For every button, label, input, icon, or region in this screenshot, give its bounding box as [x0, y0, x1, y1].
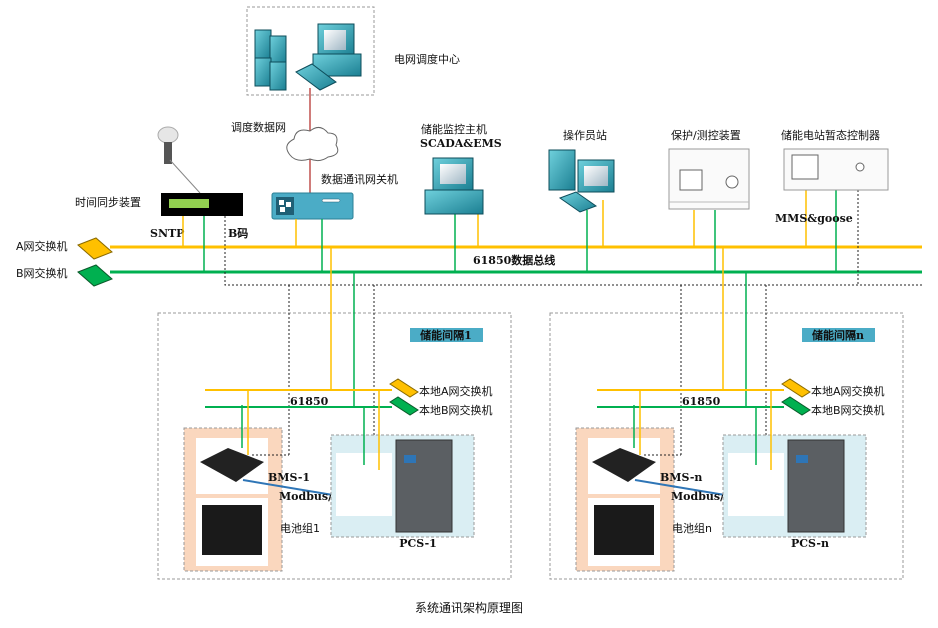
battery-pack-icon: [594, 505, 654, 555]
server-rack-icon: [254, 29, 287, 91]
bay-title: 储能间隔1: [420, 328, 472, 342]
pcs-display: [404, 455, 416, 463]
b-code-line: [224, 216, 922, 286]
storage-bay-1: 储能间隔161850本地A网交换机本地B网交换机BMS-1Modbus/RS48…: [157, 247, 512, 580]
bay-title-bg: [410, 328, 483, 342]
cloud-icon: [286, 127, 339, 162]
battery-pack-icon: [202, 505, 262, 555]
operator-station-label: 操作员站: [563, 128, 607, 142]
bay-frame: [157, 312, 512, 580]
operator-station-icon: [548, 149, 615, 213]
local-switch-a-label: 本地A网交换机: [811, 384, 885, 398]
mms-goose-label: MMS&goose: [775, 212, 853, 225]
local-bus-label: 61850: [682, 395, 721, 408]
local-switch-a-icon: [389, 378, 419, 398]
bay-frame: [549, 312, 904, 580]
pcs-cabinet-icon: [787, 439, 845, 533]
bms-label: BMS-1: [268, 471, 310, 484]
b-code-label: B码: [228, 227, 248, 240]
transient-controller-icon: [783, 148, 889, 191]
gateway-label: 数据通讯网关机: [321, 172, 398, 186]
local-switch-a-icon: [781, 378, 811, 398]
monitor-host-label: 储能监控主机: [421, 122, 487, 136]
bms-icon: [592, 448, 656, 482]
bay-title: 储能间隔n: [812, 328, 864, 342]
dispatch-center-label: 电网调度中心: [394, 52, 460, 66]
gateway-device: [271, 192, 354, 220]
switch-b-icon: [77, 264, 113, 287]
bus-label: 61850数据总线: [473, 253, 555, 267]
rs485-link: [242, 479, 346, 498]
battery-label: 电池组1: [280, 521, 320, 535]
local-bus-label: 61850: [290, 395, 329, 408]
bus-connections: [182, 190, 859, 285]
bms-label: BMS-n: [660, 471, 702, 484]
pcs-cabinet-icon: [395, 439, 453, 533]
dispatch-center: 电网调度中心: [246, 6, 460, 96]
diagram-caption: 系统通讯架构原理图: [415, 600, 523, 615]
bay-title-bg: [802, 328, 875, 342]
sntp-label: SNTP: [150, 227, 184, 240]
local-switch-b-icon: [781, 396, 811, 416]
pcs-label: PCS-n: [791, 537, 829, 550]
rs485-link: [634, 479, 738, 498]
time-sync-label: 时间同步装置: [75, 196, 141, 209]
dispatch-network-label: 调度数据网: [231, 120, 286, 134]
keyboard-icon: [295, 63, 337, 91]
switch-a-label: A网交换机: [16, 239, 68, 253]
pcs-label: PCS-1: [399, 537, 437, 550]
workstation-icon: [295, 23, 362, 91]
monitor-host-sublabel: SCADA&EMS: [420, 137, 502, 150]
protection-device-icon: [668, 148, 750, 210]
local-switch-a-label: 本地A网交换机: [419, 384, 493, 398]
time-sync-device: [161, 193, 243, 216]
gps-antenna-icon: [157, 126, 201, 194]
storage-bay-n: 储能间隔n61850本地A网交换机本地B网交换机BMS-nModbus/RS48…: [549, 247, 904, 580]
local-switch-b-label: 本地B网交换机: [419, 403, 493, 417]
battery-label: 电池组n: [672, 521, 712, 535]
protection-device-label: 保护/测控装置: [671, 128, 741, 142]
dispatch-center-frame: [246, 6, 375, 96]
local-switch-b-icon: [389, 396, 419, 416]
switch-a-icon: [77, 237, 113, 260]
pcs-display: [796, 455, 808, 463]
monitor-host-icon: [424, 157, 484, 215]
bms-icon: [200, 448, 264, 482]
local-switch-b-label: 本地B网交换机: [811, 403, 885, 417]
switch-b-label: B网交换机: [16, 266, 68, 280]
transient-controller-label: 储能电站暂态控制器: [781, 128, 880, 142]
